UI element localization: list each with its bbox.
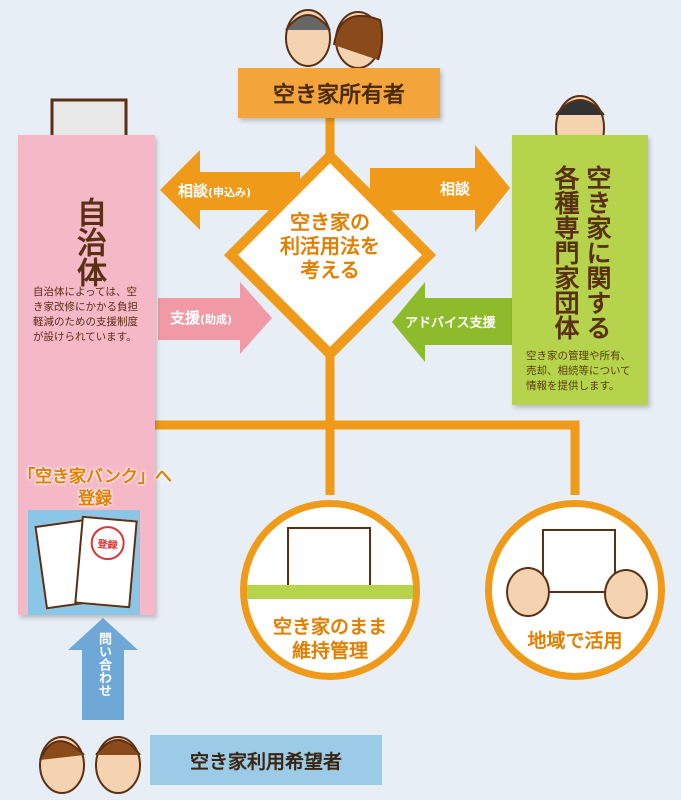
experts-title: 各種専門家団体 (551, 165, 580, 340)
experts-box: 空き家に関する 各種専門家団体 空き家の管理や所有、売却、相続等について情報を提… (512, 135, 648, 405)
support-label: 支援(助成) (170, 309, 233, 327)
outcome-line: 空き家のまま (272, 616, 387, 638)
user-box: 空き家利用希望者 (150, 735, 382, 785)
user-faces-icon (39, 736, 141, 794)
center-diamond (223, 148, 437, 362)
outcome-community: 地域で活用 (485, 500, 665, 680)
advice-label: アドバイス支援 (405, 316, 496, 331)
municipality-description: 自治体によっては、空き家改修にかかる負担軽減のための支援制度が設けられています。 (33, 286, 138, 343)
bank-box: 登録 (28, 510, 140, 615)
outcome-maintain: 空き家のまま 維持管理 (240, 500, 420, 680)
inquiry-label: 問い合わせ (96, 632, 111, 697)
center-text: 空き家の 利活用法を 考える (260, 210, 400, 282)
stamp: 登録 (89, 524, 127, 562)
consult-right-arrow (370, 145, 510, 232)
document-icon: 登録 (74, 515, 138, 609)
center-line: 考える (300, 258, 360, 282)
user-label: 空き家利用希望者 (189, 750, 342, 773)
person-icon (506, 567, 550, 617)
bank-label: 「空き家バンク」へ 登録 (0, 466, 190, 510)
center-line: 空き家の (290, 210, 370, 234)
bank-line: 「空き家バンク」へ (18, 467, 172, 487)
outcome-line: 維持管理 (291, 640, 368, 662)
house-icon (542, 529, 616, 593)
house-icon (287, 527, 371, 591)
consult-right-label: 相談 (440, 180, 471, 198)
owner-box: 空き家所有者 (238, 68, 440, 118)
bank-line: 登録 (78, 489, 112, 509)
consult-left-label: 相談(申込み) (178, 182, 252, 200)
person-icon (604, 569, 648, 619)
support-arrow (158, 282, 272, 354)
grass (247, 585, 413, 599)
experts-title: 空き家に関する (583, 165, 612, 340)
owner-label: 空き家所有者 (272, 83, 405, 108)
advice-arrow (392, 282, 512, 362)
center-line: 利活用法を (280, 234, 380, 258)
outcome-line: 地域で活用 (527, 630, 623, 652)
owner-faces-icon (285, 9, 384, 69)
consult-left-arrow (160, 150, 300, 230)
inquiry-arrow (68, 618, 138, 720)
municipality-title: 自治体 (71, 197, 106, 287)
experts-description: 空き家の管理や所有、売却、相続等について情報を提供します。 (526, 350, 631, 392)
